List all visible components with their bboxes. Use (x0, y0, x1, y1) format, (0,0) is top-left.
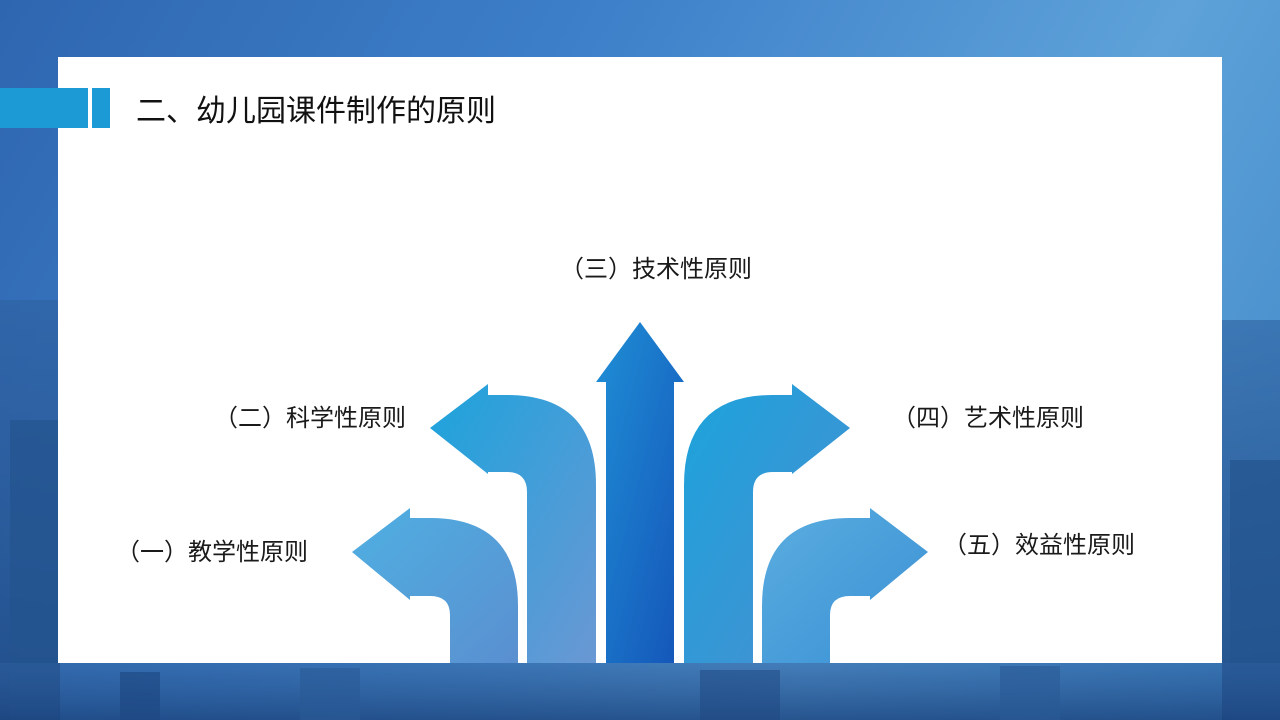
title-accent-bar-small (92, 88, 110, 128)
principle-label-technical: （三）技术性原则 (560, 255, 752, 283)
title-accent-bar (0, 88, 88, 128)
principle-label-teaching: （一）教学性原则 (116, 538, 308, 566)
slide-title: 二、幼儿园课件制作的原则 (136, 94, 496, 129)
arrow-right-middle (684, 384, 850, 663)
arrow-left-middle (430, 384, 596, 663)
principle-label-scientific: （二）科学性原则 (214, 404, 406, 432)
arrow-left-outer (352, 508, 518, 663)
principle-label-artistic: （四）艺术性原则 (892, 404, 1084, 432)
arrow-right-outer (762, 508, 928, 663)
arrow-center-up (596, 322, 684, 663)
principle-label-efficiency: （五）效益性原则 (943, 531, 1135, 559)
